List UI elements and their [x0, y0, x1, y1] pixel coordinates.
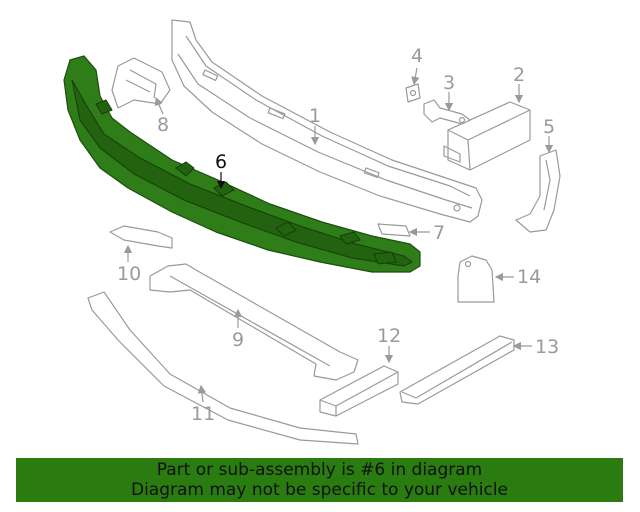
leader-lines	[123, 67, 554, 403]
callout-6-selected: 6	[215, 151, 227, 173]
callout-9: 9	[232, 329, 244, 351]
part-13-rail[interactable]	[399, 335, 515, 405]
part-1-reinforcement-bar[interactable]	[171, 19, 483, 223]
part-14-plate[interactable]	[457, 255, 495, 303]
callout-8: 8	[157, 114, 169, 136]
callout-labels: 1 2 3 4 5 6 7 8 9 10 11 12 13 14	[117, 45, 559, 425]
callout-12: 12	[377, 325, 401, 347]
part-4-clip[interactable]	[405, 83, 421, 103]
callout-7: 7	[433, 222, 445, 244]
part-2-bracket[interactable]	[443, 101, 531, 171]
part-7-pad[interactable]	[377, 223, 411, 237]
part-6-energy-absorber[interactable]	[63, 55, 421, 273]
callout-5: 5	[543, 116, 555, 138]
part-3-bracket[interactable]	[423, 99, 471, 125]
callout-3: 3	[443, 72, 455, 94]
parts-diagram: 1 2 3 4 5 6 7 8 9 10 11 12 13 14	[63, 19, 561, 445]
callout-2: 2	[513, 64, 525, 86]
callout-11: 11	[191, 403, 215, 425]
callout-13: 13	[535, 336, 559, 358]
callout-14: 14	[517, 266, 541, 288]
part-12-block[interactable]	[319, 365, 399, 417]
info-banner: Part or sub-assembly is #6 in diagram Di…	[16, 458, 623, 502]
banner-line-part-info: Part or sub-assembly is #6 in diagram	[156, 460, 483, 480]
part-11-trim-strip[interactable]	[87, 291, 359, 445]
callout-4: 4	[411, 45, 423, 67]
callout-10: 10	[117, 263, 141, 285]
part-9-lower-bar[interactable]	[149, 263, 359, 381]
callout-1: 1	[309, 105, 321, 127]
banner-line-disclaimer: Diagram may not be specific to your vehi…	[130, 480, 508, 500]
part-5-side-bracket[interactable]	[515, 149, 561, 233]
part-8-bracket[interactable]	[111, 57, 171, 109]
part-10-clip-bracket[interactable]	[109, 225, 173, 249]
